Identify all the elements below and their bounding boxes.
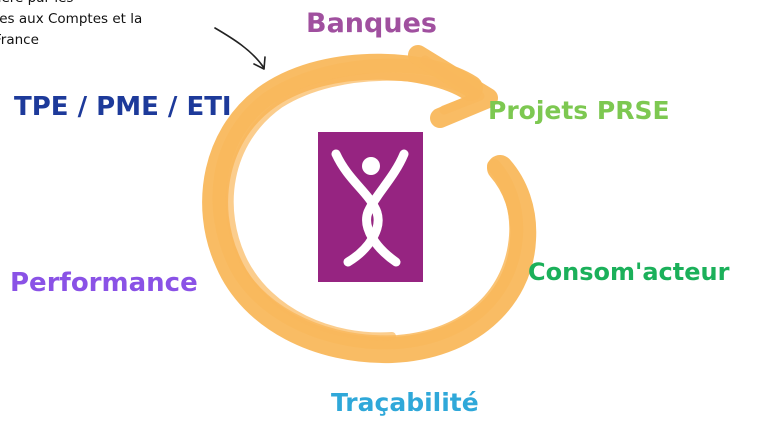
note-line-2: res aux Comptes et la — [0, 11, 143, 27]
note-line-3: France — [0, 32, 39, 48]
note-line-1: lière par les — [0, 0, 142, 9]
label-banques: Banques — [306, 8, 437, 39]
top-left-note: lière par les res aux Comptes et la Fran… — [0, 0, 142, 51]
label-projets-prse: Projets PRSE — [488, 96, 670, 125]
label-performance: Performance — [10, 268, 198, 298]
label-tpe-pme-eti: TPE / PME / ETI — [14, 92, 232, 122]
label-consom-acteur: Consom'acteur — [528, 258, 730, 286]
dancing-figure-logo — [318, 132, 423, 282]
label-tracabilite: Traçabilité — [331, 388, 479, 417]
